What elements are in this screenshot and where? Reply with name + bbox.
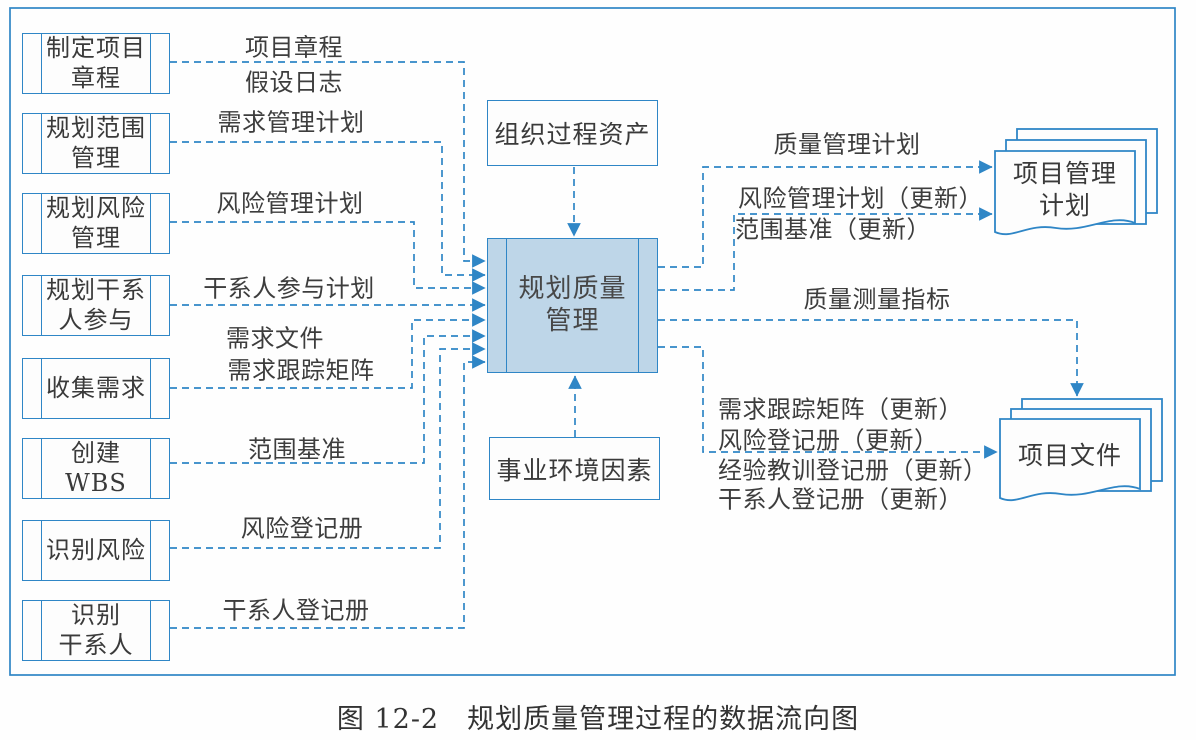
source-box-plan-risk-management: 规划风险 管理 <box>22 193 170 254</box>
flow-requirements-doc-arrow <box>170 313 486 389</box>
flow-label-quality-management-plan: 质量管理计划 <box>773 130 921 159</box>
box-double-line <box>150 194 169 253</box>
flow-project-charter-arrow <box>170 61 486 268</box>
box-double-line <box>150 439 169 498</box>
source-box-label: 创建WBS <box>42 439 150 498</box>
flow-label-project-charter: 项目章程 <box>245 33 343 62</box>
flow-label-scope-baseline: 范围基准 <box>248 435 346 464</box>
box-double-line <box>23 359 42 418</box>
box-double-line <box>150 114 169 173</box>
label-line: 规划风险 <box>46 194 146 223</box>
project-documents-doc-icon <box>999 398 1163 502</box>
flow-updates-to-project-docs-arrow <box>658 346 998 459</box>
box-double-line <box>150 34 169 93</box>
box-double-line <box>23 194 42 253</box>
label-line: 人参与 <box>58 305 134 334</box>
source-box-label: 规划风险 管理 <box>42 194 150 253</box>
flow-arrows <box>170 61 1084 629</box>
doc-page-front <box>994 150 1136 236</box>
flow-label-risk-management-plan: 风险管理计划 <box>216 189 364 218</box>
flow-label-stakeholder-register-updates: 干系人登记册（更新） <box>718 485 963 514</box>
box-double-line <box>23 276 42 335</box>
label-line: 项目管理 <box>1012 159 1118 188</box>
box-double-line <box>23 601 42 660</box>
box-double-line <box>23 521 42 580</box>
figure-caption: 图 12-2 规划质量管理过程的数据流向图 <box>336 704 860 735</box>
source-box-identify-risks: 识别风险 <box>22 520 170 581</box>
project-management-plan-doc-icon <box>994 128 1158 236</box>
box-double-line <box>23 114 42 173</box>
flow-label-risk-register-updates: 风险登记册（更新） <box>718 426 939 455</box>
source-box-label: 识别风险 <box>42 521 150 580</box>
flow-label-lessons-learned-register-updates: 经验教训登记册（更新） <box>718 456 988 485</box>
flow-updates-to-pm-plan-arrow <box>658 207 993 291</box>
box-double-line <box>488 239 507 372</box>
label-line: 规划干系 <box>46 276 146 305</box>
flow-risk-mgmt-plan-arrow <box>170 221 486 295</box>
label-line: 章程 <box>71 63 121 92</box>
doc-page-front <box>999 418 1141 502</box>
box-double-line <box>150 276 169 335</box>
label-line: 创建WBS <box>65 439 127 497</box>
box-double-line <box>150 521 169 580</box>
box-double-line <box>150 601 169 660</box>
label-line: 识别 <box>71 601 121 630</box>
box-double-line <box>638 239 657 372</box>
source-box-plan-stakeholder-engagement: 规划干系 人参与 <box>22 275 170 336</box>
source-box-create-wbs: 创建WBS <box>22 438 170 499</box>
process-box-label: 规划质量 管理 <box>507 239 638 372</box>
flow-quality-metrics-arrow <box>658 319 1084 397</box>
input-box-enterprise-environmental-factors: 事业环境因素 <box>489 437 660 500</box>
doc-label-project-management-plan: 项目管理 计划 <box>1013 158 1117 222</box>
flow-label-requirements-traceability-matrix: 需求跟踪矩阵 <box>227 356 375 385</box>
label-line: 规划范围 <box>46 114 146 143</box>
process-box-plan-quality-management: 规划质量 管理 <box>487 238 658 373</box>
label-line: 管理 <box>71 223 121 252</box>
source-box-label: 收集需求 <box>42 359 150 418</box>
flow-label-stakeholder-register: 干系人登记册 <box>222 596 370 625</box>
label-line: 管理 <box>545 305 600 336</box>
label-line: 项目文件 <box>1017 441 1123 470</box>
source-box-label: 规划干系 人参与 <box>42 276 150 335</box>
source-box-label: 制定项目 章程 <box>42 34 150 93</box>
source-box-identify-stakeholders: 识别 干系人 <box>22 600 170 661</box>
flow-label-scope-baseline-updates: 范围基准（更新） <box>735 215 931 244</box>
label-line: 识别风险 <box>46 535 146 564</box>
box-double-line <box>23 34 42 93</box>
doc-label-project-documents: 项目文件 <box>1018 440 1122 472</box>
source-box-label: 识别 干系人 <box>42 601 150 660</box>
label-line: 干系人 <box>58 630 134 659</box>
flow-label-requirements-traceability-matrix-updates: 需求跟踪矩阵（更新） <box>718 395 963 424</box>
flow-label-stakeholder-engagement-plan: 干系人参与计划 <box>203 274 375 303</box>
flow-stakeholder-register-arrow <box>170 355 486 629</box>
input-box-label: 组织过程资产 <box>494 120 651 149</box>
flow-label-requirements-documentation: 需求文件 <box>226 324 324 353</box>
label-line: 管理 <box>71 143 121 172</box>
flow-label-requirements-management-plan: 需求管理计划 <box>217 108 365 137</box>
flow-scope-baseline-arrow <box>170 329 486 464</box>
box-double-line <box>23 439 42 498</box>
label-line: 计划 <box>1038 191 1092 220</box>
source-box-plan-scope-management: 规划范围 管理 <box>22 113 170 174</box>
figure-border <box>9 7 1176 676</box>
flow-label-quality-metrics: 质量测量指标 <box>803 285 951 314</box>
input-box-organizational-process-assets: 组织过程资产 <box>487 100 658 166</box>
flow-requirements-mgmt-plan-arrow <box>170 141 486 282</box>
flow-quality-mgmt-plan-arrow <box>658 160 993 268</box>
box-double-line <box>150 359 169 418</box>
input-box-label: 事业环境因素 <box>496 455 653 485</box>
flow-risk-register-arrow <box>170 342 486 549</box>
flow-label-risk-register: 风险登记册 <box>240 514 364 543</box>
source-box-label: 规划范围 管理 <box>42 114 150 173</box>
label-line: 制定项目 <box>46 34 146 63</box>
label-line: 规划质量 <box>518 273 627 304</box>
flow-label-assumption-log: 假设日志 <box>245 68 343 97</box>
flow-label-risk-management-plan-updates: 风险管理计划（更新） <box>738 184 983 213</box>
source-box-collect-requirements: 收集需求 <box>22 358 170 419</box>
label-line: 收集需求 <box>46 373 146 402</box>
source-box-develop-project-charter: 制定项目 章程 <box>22 33 170 94</box>
